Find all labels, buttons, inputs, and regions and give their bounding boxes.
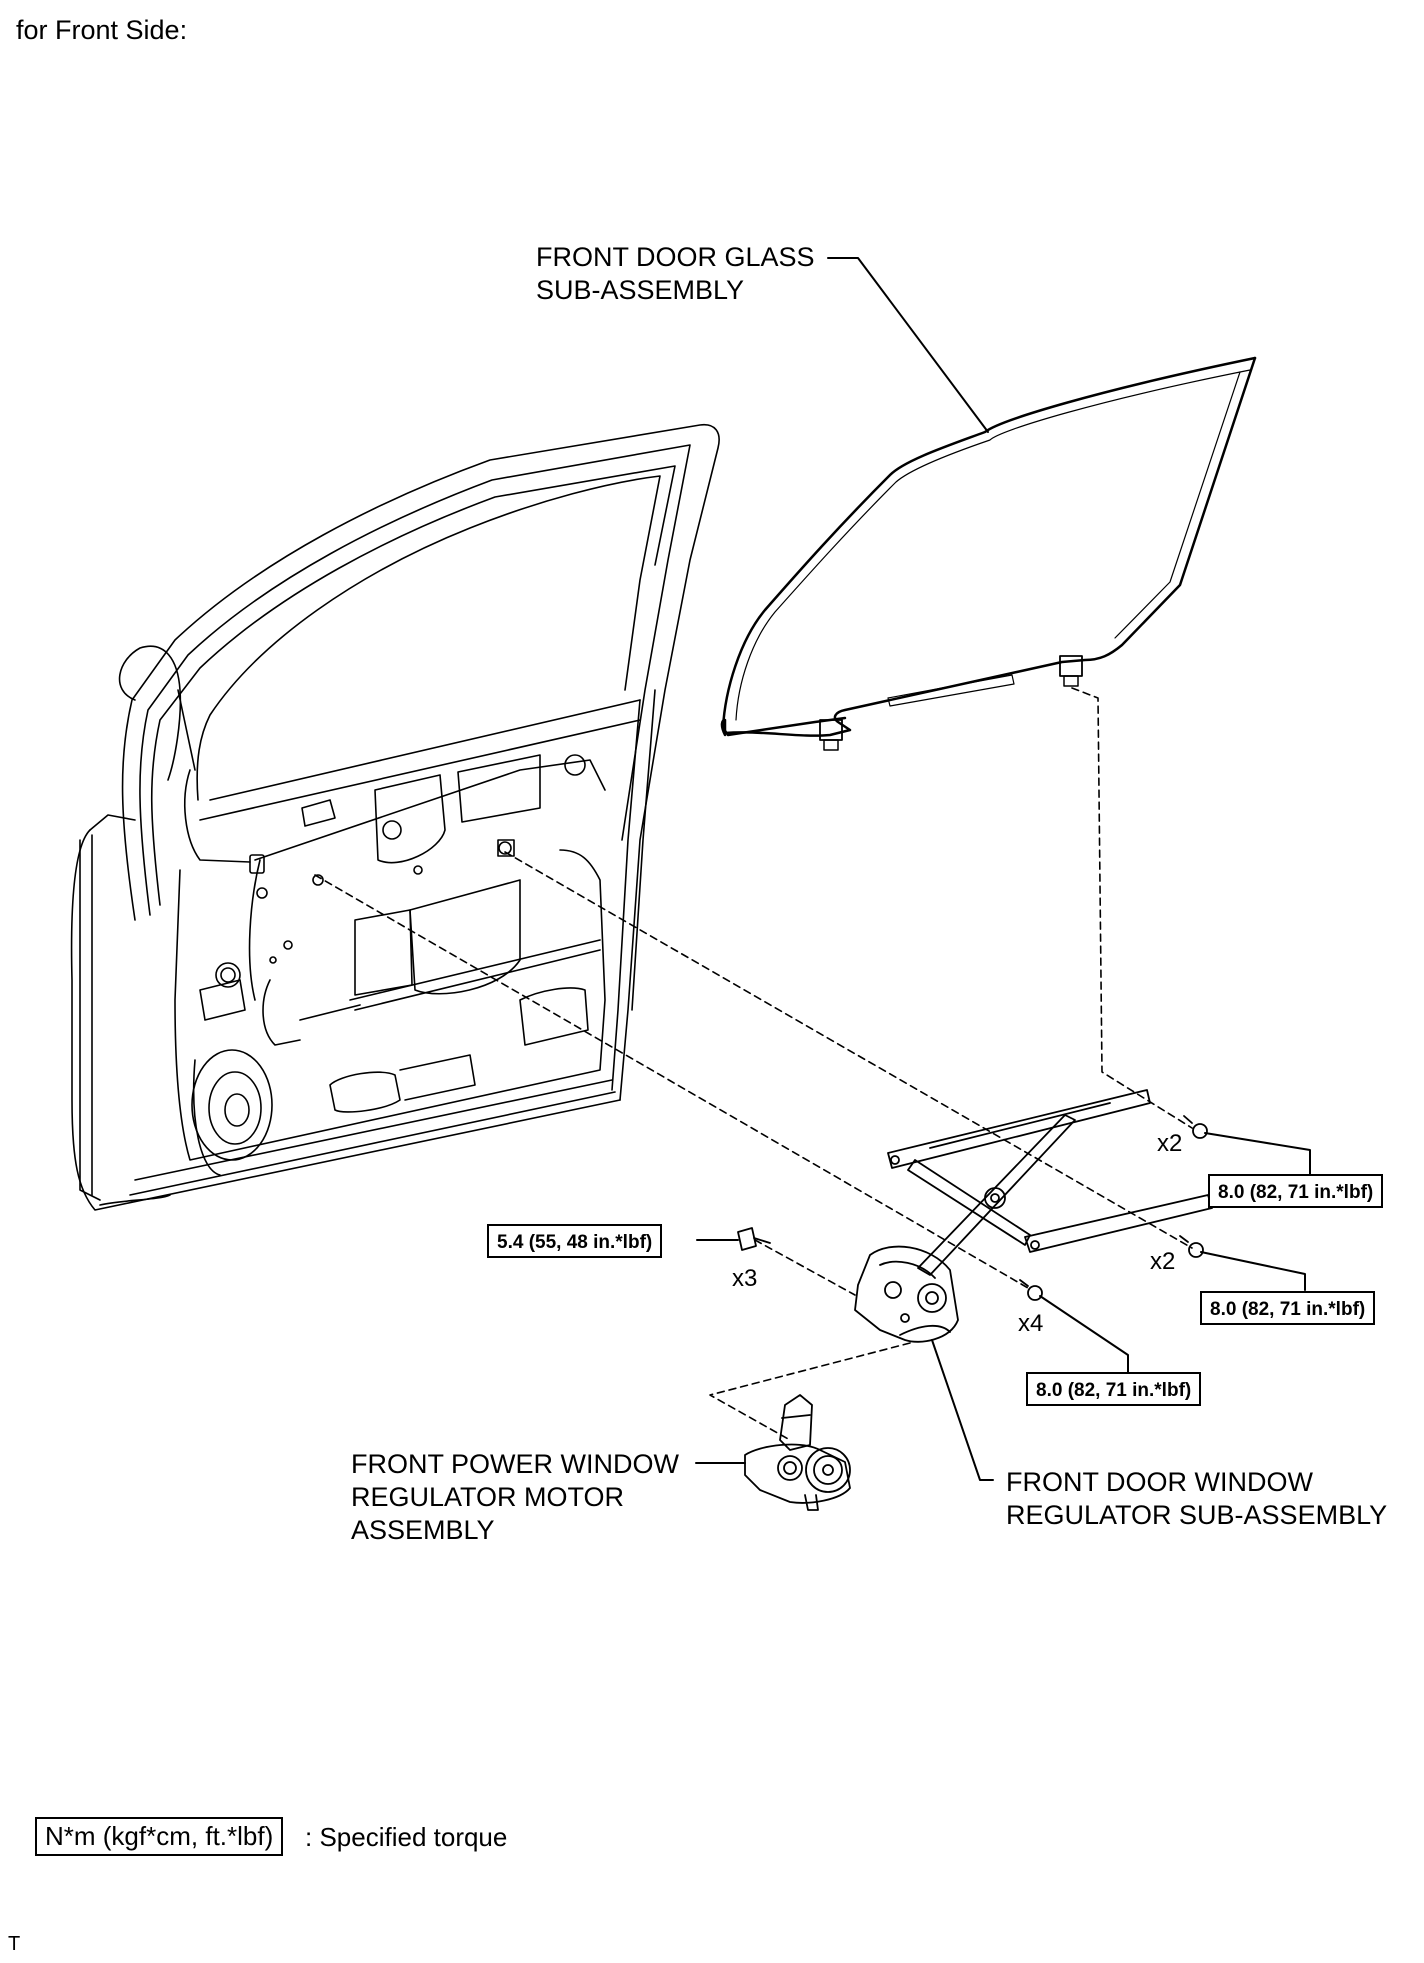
qty-regulator-bolt-mid: x2 [1150, 1248, 1176, 1275]
front-door-panel [70, 423, 720, 1211]
motor-label-line2: REGULATOR MOTOR [351, 1482, 625, 1512]
bolt-glass [1183, 1115, 1208, 1139]
page-title: for Front Side: [16, 15, 188, 45]
window-regulator [854, 1089, 1213, 1343]
speaker-outer [191, 1049, 273, 1161]
glass-label: FRONT DOOR GLASS SUB-ASSEMBLY [536, 241, 815, 307]
qty-glass-bolt: x2 [1157, 1130, 1183, 1157]
torque-regulator-bolt-mid: 8.0 (82, 71 in.*lbf) [1200, 1291, 1376, 1325]
torque-regulator-bolt-low: 8.0 (82, 71 in.*lbf) [1026, 1372, 1202, 1406]
qty-regulator-bolt-low: x4 [1018, 1310, 1044, 1337]
speaker-inner [208, 1071, 262, 1145]
front-door-glass [720, 356, 1257, 751]
bolts [737, 1115, 1208, 1301]
qty-motor-bolt: x3 [732, 1265, 758, 1292]
motor-label: FRONT POWER WINDOW REGULATOR MOTOR ASSEM… [351, 1448, 679, 1547]
bolt-motor [737, 1227, 771, 1251]
bolt-reg-low [1019, 1279, 1043, 1301]
torque-motor-bolt: 5.4 (55, 48 in.*lbf) [487, 1224, 663, 1258]
motor-label-line3: ASSEMBLY [351, 1515, 495, 1545]
regulator-label: FRONT DOOR WINDOW REGULATOR SUB-ASSEMBLY [1006, 1466, 1387, 1532]
legend-description: : Specified torque [305, 1822, 508, 1852]
bolt-reg-mid [1179, 1235, 1204, 1258]
motor-label-line1: FRONT POWER WINDOW [351, 1449, 679, 1479]
regulator-label-line2: REGULATOR SUB-ASSEMBLY [1006, 1500, 1388, 1530]
glass-label-line2: SUB-ASSEMBLY [536, 275, 745, 305]
leader-lines [695, 257, 1311, 1481]
glass-label-line1: FRONT DOOR GLASS [536, 242, 815, 272]
alignment-lines [314, 687, 1193, 1441]
footer-mark: T [8, 1933, 21, 1955]
legend-unit-box: N*m (kgf*cm, ft.*lbf) [35, 1817, 284, 1856]
regulator-motor [744, 1394, 851, 1511]
regulator-label-line1: FRONT DOOR WINDOW [1006, 1467, 1313, 1497]
torque-glass-bolt: 8.0 (82, 71 in.*lbf) [1208, 1174, 1384, 1208]
